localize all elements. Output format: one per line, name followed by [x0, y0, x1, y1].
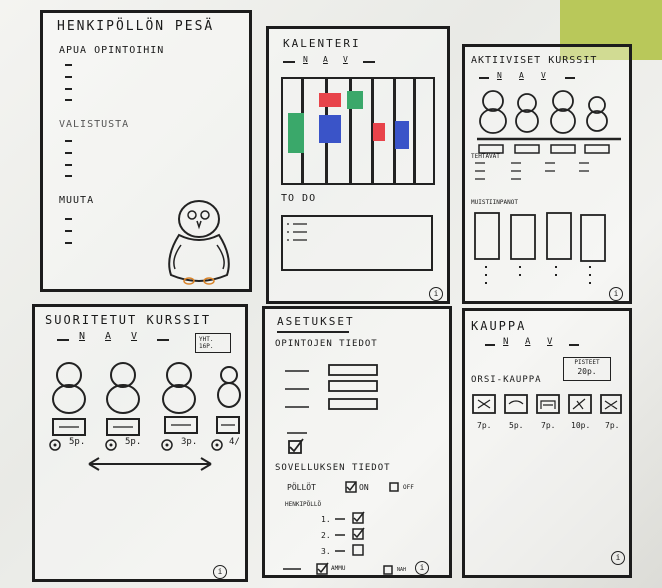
nav-v[interactable]: V: [131, 331, 138, 342]
owl-row-icon: [477, 90, 621, 154]
price: 5p.: [509, 421, 524, 430]
on-label: ON: [359, 483, 369, 492]
task-list: [475, 162, 589, 180]
section-opintojen-tiedot: OPINTOJEN TIEDOT: [275, 339, 378, 349]
nav-a[interactable]: A: [323, 55, 328, 64]
nav-a[interactable]: A: [105, 331, 112, 342]
section-valistusta: VALISTUSTA: [59, 119, 130, 130]
checkbox-on[interactable]: [345, 481, 357, 493]
credit-value: 5p.: [69, 437, 86, 447]
panel-title: ASETUKSET: [277, 315, 355, 328]
panel-title: SUORITETUT KURSSIT: [45, 313, 212, 327]
credit-value: 5p.: [125, 437, 142, 447]
points-value: 20p.: [577, 367, 597, 376]
nav-prev[interactable]: [485, 344, 495, 346]
list-number: 1.: [321, 515, 331, 524]
nav-next[interactable]: [565, 77, 575, 79]
panel-title: KAUPPA: [471, 319, 527, 333]
nav-n[interactable]: N: [79, 331, 86, 342]
info-icon[interactable]: i: [611, 551, 625, 565]
list-number: 2.: [321, 531, 331, 540]
info-icon[interactable]: i: [429, 287, 443, 301]
nav-prev[interactable]: [57, 339, 69, 341]
panel-title: KALENTERI: [283, 37, 361, 50]
total-credits-badge: YHT. 16P.: [195, 333, 231, 353]
list-number: 3.: [321, 547, 331, 556]
nav-next[interactable]: [569, 344, 579, 346]
credit-value: 4/: [229, 437, 240, 447]
nav-a[interactable]: A: [525, 337, 531, 347]
price: 10p.: [571, 421, 591, 430]
shop-title: ORSI-KAUPPA: [471, 375, 542, 385]
panel-kalenteri: KALENTERI N A V TO DO i: [266, 26, 450, 304]
calendar-event[interactable]: [319, 93, 341, 107]
panel-title: AKTIIVISET KURSSIT: [471, 55, 598, 66]
calendar-event[interactable]: [347, 91, 363, 109]
price: 7p.: [541, 421, 556, 430]
nav-a[interactable]: A: [519, 71, 524, 80]
check-icon[interactable]: [287, 429, 307, 457]
wall-background: [560, 0, 662, 60]
section-sovelluksen-tiedot: SOVELLUKSEN TIEDOT: [275, 463, 391, 473]
dash-list: [65, 140, 72, 177]
scroll-arrow-icon[interactable]: [85, 457, 215, 471]
calendar-grid[interactable]: [281, 77, 435, 185]
notes-cards[interactable]: [474, 212, 625, 291]
credit-markers: [49, 439, 223, 451]
panel-henkipollon-pesa: HENKIPÖLLÖN PESÄ APUA OPINTOIHIN VALISTU…: [40, 10, 252, 292]
panel-kauppa: KAUPPA N A V PISTEET 20p. ORSI-KAUPPA 7p…: [462, 308, 632, 578]
henkipollo-label: HENKIPÖLLÖ: [285, 501, 322, 508]
nav-v[interactable]: V: [547, 337, 553, 347]
nav-v[interactable]: V: [541, 71, 546, 80]
info-icon[interactable]: i: [415, 561, 429, 575]
todo-label: TO DO: [281, 193, 317, 204]
nav-n[interactable]: N: [497, 71, 502, 80]
info-icon[interactable]: i: [609, 287, 623, 301]
price: 7p.: [605, 421, 620, 430]
calendar-event[interactable]: [319, 115, 341, 143]
title-underline: [277, 331, 349, 333]
info-icon[interactable]: i: [213, 565, 227, 579]
ammu-label: AMMU: [331, 565, 346, 572]
nav-prev[interactable]: [283, 61, 295, 63]
nav-next[interactable]: [363, 61, 375, 63]
todo-items: [287, 223, 307, 241]
nav-n[interactable]: N: [303, 55, 308, 64]
panel-title: HENKIPÖLLÖN PESÄ: [57, 19, 215, 34]
tasks-label: TEHTÄVÄT: [471, 153, 500, 160]
owls-setting-label: PÖLLÖT: [287, 483, 316, 492]
shop-items-icons[interactable]: [472, 393, 623, 417]
notes-label: MUISTIINPANOT: [471, 199, 518, 206]
points-badge: PISTEET 20p.: [563, 357, 611, 381]
section-muuta: MUUTA: [59, 195, 95, 206]
off-label: OFF: [403, 484, 414, 491]
section-apua-opintoihin: APUA OPINTOIHIN: [59, 45, 165, 56]
completed-owls-icon: [52, 362, 241, 436]
todo-box[interactable]: [281, 215, 433, 271]
owl-mascot-icon: [168, 200, 230, 285]
dash-list: [65, 64, 72, 101]
calendar-event[interactable]: [395, 121, 409, 149]
study-fields[interactable]: [285, 359, 385, 423]
dash-list: [65, 218, 72, 244]
checkbox-nah[interactable]: [383, 565, 393, 575]
panel-suoritetut-kurssit: SUORITETUT KURSSIT N A V YHT. 16P.: [32, 304, 248, 582]
nah-label: NAH: [397, 567, 407, 573]
panel-aktiiviset-kurssit: AKTIIVISET KURSSIT N A V TEHTÄVÄT: [462, 44, 632, 304]
price: 7p.: [477, 421, 492, 430]
nav-v[interactable]: V: [343, 55, 348, 64]
calendar-event[interactable]: [288, 113, 304, 153]
ammu-row[interactable]: [283, 562, 347, 575]
panel-asetukset: ASETUKSET OPINTOJEN TIEDOT SOVELLUKSEN T…: [262, 306, 452, 578]
credit-value: 3p.: [181, 437, 198, 447]
calendar-event[interactable]: [373, 123, 385, 141]
henkipollo-options[interactable]: [335, 511, 385, 557]
points-label: PISTEET: [574, 359, 600, 366]
nav-prev[interactable]: [479, 77, 489, 79]
checkbox-off[interactable]: [389, 482, 399, 492]
nav-n[interactable]: N: [503, 337, 509, 347]
nav-next[interactable]: [157, 339, 169, 341]
